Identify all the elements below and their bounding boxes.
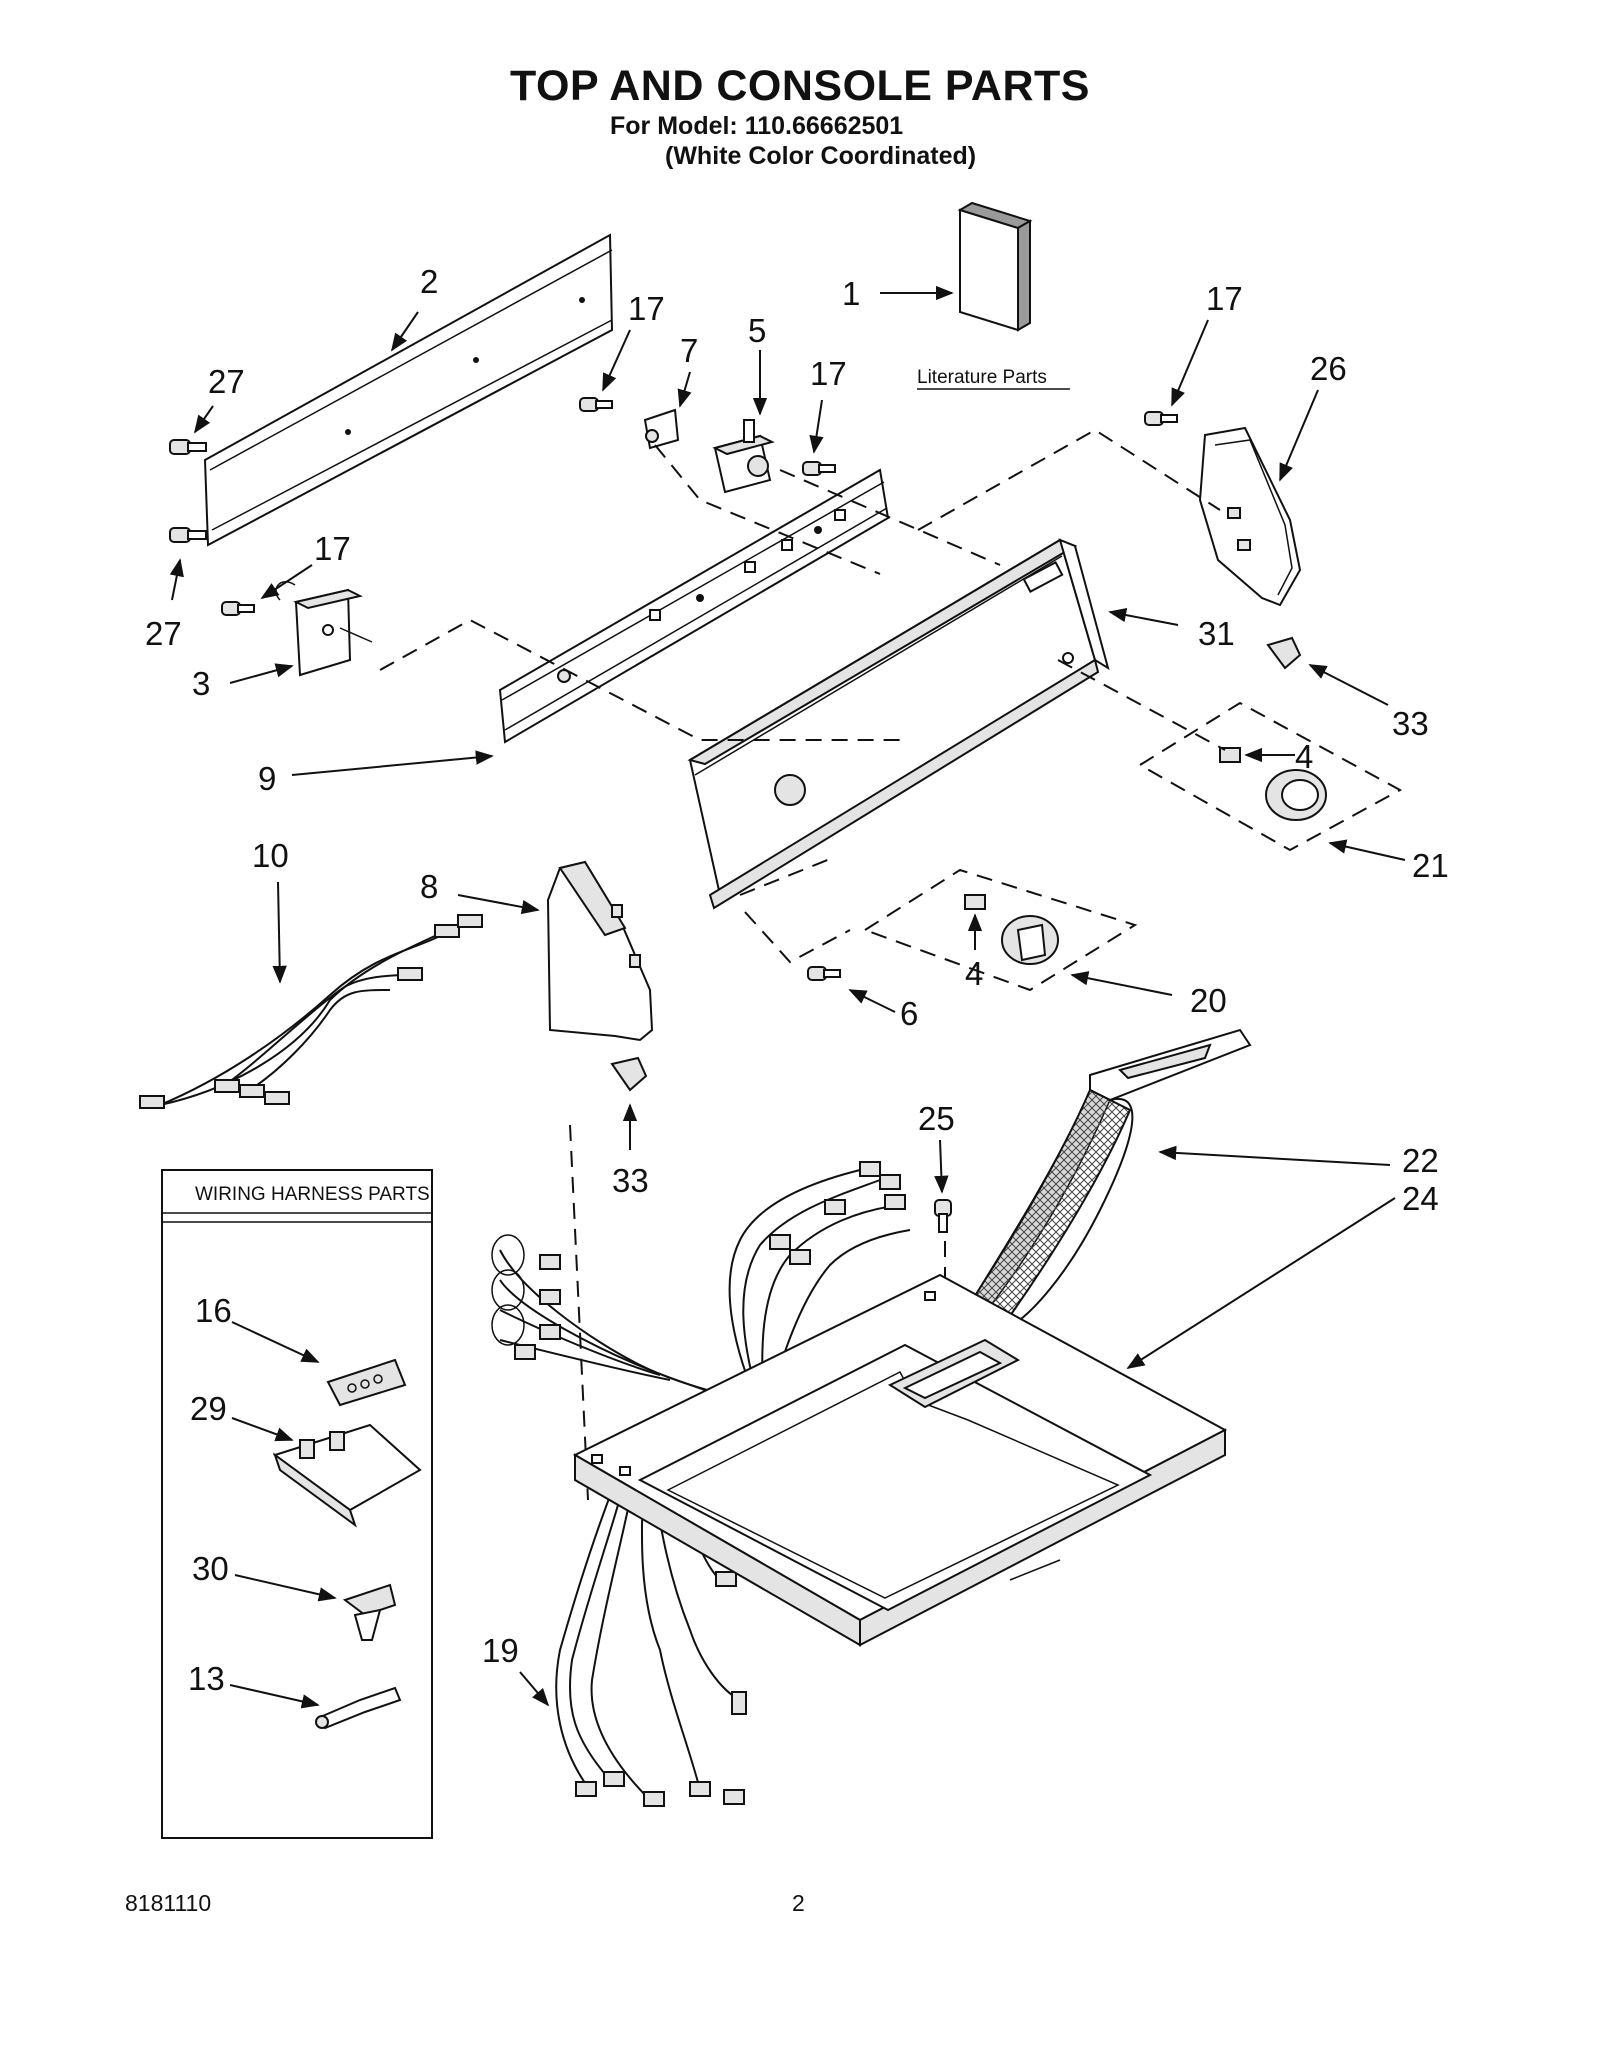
document-number: 8181110 <box>125 1890 212 1916</box>
selector-switch-part <box>712 419 775 494</box>
console-panel-part <box>687 538 1110 910</box>
dryer-top-panel-part <box>572 1273 1228 1647</box>
callout-8: 8 <box>420 868 438 905</box>
page-number: 2 <box>792 1890 805 1916</box>
callout-17-clip: 17 <box>628 290 665 327</box>
callout-22: 22 <box>1402 1142 1439 1179</box>
callout-1: 1 <box>842 275 860 312</box>
wiring-harness-box-title: WIRING HARNESS PARTS <box>195 1184 430 1205</box>
callout-10: 10 <box>252 837 289 874</box>
wire-harness-10-part <box>139 914 483 1109</box>
callout-24: 24 <box>1402 1180 1439 1217</box>
callout-7: 7 <box>680 332 698 369</box>
screw-17-clip <box>579 397 613 412</box>
screw-6 <box>807 966 841 981</box>
screw-17-endcap <box>1144 411 1178 426</box>
connector-16-part <box>326 1358 407 1407</box>
clip-33-right <box>1266 636 1302 670</box>
console-end-cap-part <box>1198 426 1302 607</box>
knob-21-part <box>1219 747 1327 821</box>
callout-21: 21 <box>1412 847 1449 884</box>
callout-19: 19 <box>482 1632 519 1669</box>
page-title: TOP AND CONSOLE PARTS <box>510 62 1090 110</box>
callout-4-lower: 4 <box>965 955 983 992</box>
callout-17-switch: 17 <box>810 355 847 392</box>
callout-3: 3 <box>192 665 210 702</box>
upper-wire-harness-group <box>491 1161 911 1417</box>
callout-17-timer: 17 <box>314 530 351 567</box>
callout-13: 13 <box>188 1660 225 1697</box>
callout-20: 20 <box>1190 982 1227 1019</box>
terminal-13-part <box>315 1686 402 1730</box>
literature-booklet-part <box>957 201 1033 332</box>
model-line: For Model: 110.66662501 <box>610 112 904 140</box>
screw-27-lower <box>169 527 207 543</box>
screw-27-upper <box>169 439 207 455</box>
screw-17-timer <box>221 601 255 616</box>
variant-line: (White Color Coordinated) <box>665 142 977 170</box>
screw-25 <box>934 1199 952 1233</box>
callout-25: 25 <box>918 1100 955 1137</box>
lint-screen-part <box>954 1028 1252 1337</box>
knob-20-part <box>964 894 1059 965</box>
callout-5: 5 <box>748 312 766 349</box>
callout-16: 16 <box>195 1292 232 1329</box>
callout-27-lower: 27 <box>145 615 182 652</box>
callout-6: 6 <box>900 995 918 1032</box>
callout-9: 9 <box>258 760 276 797</box>
callout-29: 29 <box>190 1390 227 1427</box>
timer-switch-part <box>275 580 373 677</box>
callout-33-left: 33 <box>612 1162 649 1199</box>
screw-17-switch <box>802 461 836 476</box>
callout-2: 2 <box>420 263 438 300</box>
callout-26: 26 <box>1310 350 1347 387</box>
callout-17-endcap: 17 <box>1206 280 1243 317</box>
callout-27-upper: 27 <box>208 363 245 400</box>
callout-33-right: 33 <box>1392 705 1429 742</box>
clip-30-part <box>342 1583 397 1641</box>
bracket-clip-part <box>643 408 680 450</box>
callout-4-upper: 4 <box>1295 738 1313 775</box>
clip-33-left <box>610 1056 648 1092</box>
console-back-panel-part <box>203 233 614 547</box>
literature-parts-label: Literature Parts <box>917 367 1047 388</box>
console-end-cap-left-part <box>546 860 654 1042</box>
connector-block-29-part <box>272 1423 422 1528</box>
callout-30: 30 <box>192 1550 229 1587</box>
wiring-harness-parts-box <box>161 1169 433 1839</box>
callout-31: 31 <box>1198 615 1235 652</box>
